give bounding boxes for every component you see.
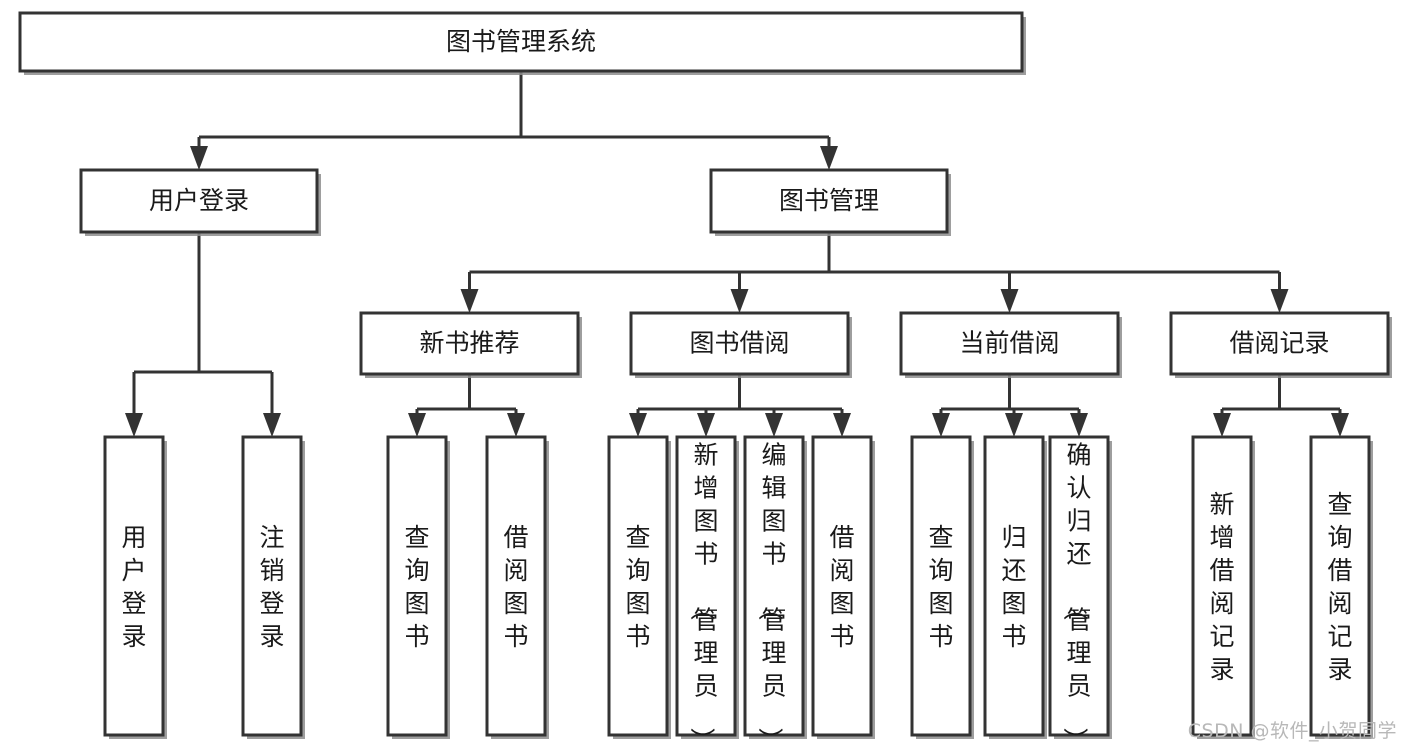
arrow-head-icon xyxy=(765,413,783,437)
box-outline xyxy=(1309,435,1371,737)
leaf-label: 查询借阅记录 xyxy=(1327,490,1352,684)
node-label: 图书借阅 xyxy=(689,329,789,358)
leaf-node-借阅图书[interactable]: 借阅图书 xyxy=(485,435,549,739)
box-outline xyxy=(485,435,547,737)
box-outline xyxy=(1169,311,1390,376)
connector-layer xyxy=(125,71,1349,437)
arrow-head-icon xyxy=(1000,289,1019,313)
leaf-label: 查询图书 xyxy=(404,523,429,651)
leaf-label: 新增图书（管理员） xyxy=(687,441,718,747)
arrow-head-icon xyxy=(460,289,479,313)
box-outline xyxy=(1048,435,1110,737)
box-outline xyxy=(241,435,303,737)
node-label: 图书管理 xyxy=(779,186,879,215)
arrow-head-icon xyxy=(932,413,950,437)
leaf-node-查询图书[interactable]: 查询图书 xyxy=(386,435,450,739)
node-label: 新书推荐 xyxy=(419,329,519,358)
box-outline xyxy=(103,435,165,737)
arrow-head-icon xyxy=(1005,413,1023,437)
arrow-head-icon xyxy=(1331,413,1349,437)
leaf-node-查询图书[interactable]: 查询图书 xyxy=(607,435,671,739)
leaf-node-编辑图书（管理员）[interactable]: 编辑图书（管理员） xyxy=(743,435,807,747)
leaf-label: 查询图书 xyxy=(928,523,953,651)
box-outline xyxy=(899,311,1120,376)
leaf-label: 注销登录 xyxy=(259,523,284,651)
leaf-label: 借阅图书 xyxy=(829,523,854,651)
leaf-label: 查询图书 xyxy=(625,523,650,651)
arrow-head-icon xyxy=(697,413,715,437)
leaf-node-注销登录[interactable]: 注销登录 xyxy=(241,435,305,739)
box-outline xyxy=(675,435,737,737)
leaf-label: 编辑图书（管理员） xyxy=(755,441,786,747)
node-root-图书管理系统[interactable]: 图书管理系统 xyxy=(18,11,1026,75)
node-label: 用户登录 xyxy=(149,186,249,215)
box-outline xyxy=(386,435,448,737)
node-label: 图书管理系统 xyxy=(446,27,596,56)
leaf-label: 新增借阅记录 xyxy=(1209,490,1234,684)
csdn-watermark: CSDN @软件_小贺同学 xyxy=(1187,720,1397,742)
leaf-node-归还图书[interactable]: 归还图书 xyxy=(983,435,1047,739)
arrow-head-icon xyxy=(263,413,281,437)
leaf-node-借阅图书[interactable]: 借阅图书 xyxy=(811,435,875,739)
arrow-head-icon xyxy=(1213,413,1231,437)
arrow-head-icon xyxy=(1270,289,1289,313)
node-label: 借阅记录 xyxy=(1229,329,1329,358)
leaf-node-查询借阅记录[interactable]: 查询借阅记录 xyxy=(1309,435,1373,739)
box-outline xyxy=(983,435,1045,737)
node-level2-图书管理[interactable]: 图书管理 xyxy=(709,168,951,236)
node-layer: 图书管理系统用户登录图书管理新书推荐图书借阅当前借阅借阅记录用户登录注销登录查询… xyxy=(18,11,1392,747)
leaf-node-查询图书[interactable]: 查询图书 xyxy=(910,435,974,739)
leaf-label: 归还图书 xyxy=(1001,523,1026,651)
node-level3-借阅记录[interactable]: 借阅记录 xyxy=(1169,311,1392,378)
box-outline xyxy=(910,435,972,737)
leaf-label: 借阅图书 xyxy=(503,523,528,651)
arrow-head-icon xyxy=(125,413,143,437)
arrow-head-icon xyxy=(408,413,426,437)
box-outline xyxy=(79,168,319,234)
node-level3-当前借阅[interactable]: 当前借阅 xyxy=(899,311,1122,378)
leaf-node-新增借阅记录[interactable]: 新增借阅记录 xyxy=(1191,435,1255,739)
leaf-label: 用户登录 xyxy=(121,523,146,651)
arrow-head-icon xyxy=(629,413,647,437)
leaf-label: 确认归还（管理员） xyxy=(1060,441,1091,747)
box-outline xyxy=(607,435,669,737)
arrow-head-icon xyxy=(820,146,838,170)
box-outline xyxy=(1191,435,1253,737)
box-outline xyxy=(811,435,873,737)
box-outline xyxy=(709,168,949,234)
box-outline xyxy=(743,435,805,737)
arrow-head-icon xyxy=(1070,413,1088,437)
node-level3-图书借阅[interactable]: 图书借阅 xyxy=(629,311,852,378)
leaf-node-新增图书（管理员）[interactable]: 新增图书（管理员） xyxy=(675,435,739,747)
box-outline xyxy=(18,11,1024,73)
node-level3-新书推荐[interactable]: 新书推荐 xyxy=(359,311,582,378)
arrow-head-icon xyxy=(190,146,208,170)
leaf-node-用户登录[interactable]: 用户登录 xyxy=(103,435,167,739)
node-level2-用户登录[interactable]: 用户登录 xyxy=(79,168,321,236)
arrow-head-icon xyxy=(833,413,851,437)
node-label: 当前借阅 xyxy=(959,329,1059,358)
leaf-node-确认归还（管理员）[interactable]: 确认归还（管理员） xyxy=(1048,435,1112,747)
arrow-head-icon xyxy=(507,413,525,437)
box-outline xyxy=(359,311,580,376)
box-outline xyxy=(629,311,850,376)
arrow-head-icon xyxy=(730,289,749,313)
